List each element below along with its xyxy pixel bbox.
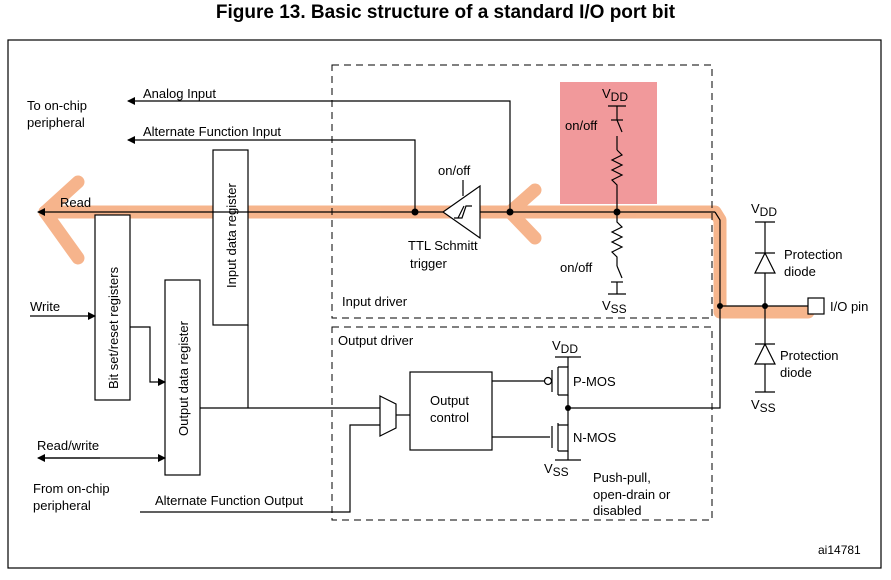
figure-id-label: ai14781: [818, 543, 861, 557]
push-pull-label-3: disabled: [593, 503, 641, 518]
output-data-register: [164, 279, 201, 476]
figure-title: Figure 13. Basic structure of a standard…: [215, 2, 676, 23]
vdd-pullup-label: VDD: [602, 86, 628, 104]
vss-pulldown-label: VSS: [602, 298, 627, 316]
schmitt-onoff-label: on/off: [438, 163, 471, 178]
bit-set-reset-label: Bit set/reset registers: [106, 266, 121, 389]
to-onchip-label-1: To on-chip: [27, 98, 87, 113]
vdd-diode-label: VDD: [751, 201, 777, 219]
pullup-onoff-label: on/off: [565, 118, 598, 133]
push-pull-label-2: open-drain or: [593, 487, 671, 502]
pullup-resistor: [610, 149, 624, 212]
from-onchip-label-1: From on-chip: [33, 481, 110, 496]
write-label: Write: [30, 299, 60, 314]
pulldown-onoff-label: on/off: [560, 260, 593, 275]
push-pull-label-1: Push-pull,: [593, 470, 651, 485]
ttl-schmitt-label-2: trigger: [410, 256, 448, 271]
bit-set-reset-registers: [94, 214, 131, 401]
vdd-pmos-label: VDD: [552, 338, 578, 356]
vss-diode-label: VSS: [751, 397, 776, 415]
output-mux: [379, 395, 397, 437]
protection-diode-top-label-1: Protection: [784, 247, 843, 262]
read-write-label: Read/write: [37, 438, 99, 453]
input-data-register-label: Input data register: [224, 183, 239, 288]
outer-frame: [7, 39, 882, 569]
schmitt-trigger: [441, 180, 481, 240]
protection-diode-top-label-2: diode: [784, 264, 816, 279]
alt-func-output-label: Alternate Function Output: [155, 493, 304, 508]
pullup-highlight: [560, 82, 657, 204]
vss-nmos-label: VSS: [544, 461, 569, 479]
mosfet-pair: [543, 356, 581, 461]
analog-input-line: [127, 97, 511, 212]
output-data-register-label: Output data register: [176, 320, 191, 436]
protection-diode-bottom-label-2: diode: [780, 365, 812, 380]
input-driver-label: Input driver: [342, 294, 408, 309]
to-onchip-label-2: peripheral: [27, 115, 85, 130]
protection-diode-bottom-label-1: Protection: [780, 348, 839, 363]
input-data-register: [212, 149, 249, 326]
alt-func-input-label: Alternate Function Input: [143, 124, 281, 139]
output-control-label-2: control: [430, 410, 469, 425]
output-driver-label: Output driver: [338, 333, 414, 348]
input-driver-box: [331, 64, 713, 319]
output-driver-box: [331, 326, 713, 521]
pulldown-resistor: [610, 212, 624, 266]
alt-func-input-line: [127, 136, 416, 212]
pmos-label: P-MOS: [573, 374, 616, 389]
output-control-label-1: Output: [430, 393, 469, 408]
ttl-schmitt-label-1: TTL Schmitt: [408, 238, 478, 253]
protection-diode-bottom: [754, 342, 776, 365]
protection-diode-top: [754, 251, 776, 274]
from-onchip-label-2: peripheral: [33, 498, 91, 513]
read-label: Read: [60, 195, 91, 210]
analog-input-label: Analog Input: [143, 86, 216, 101]
output-control-box: [409, 371, 493, 451]
nmos-label: N-MOS: [573, 430, 617, 445]
io-pin-label: I/O pin: [830, 299, 868, 314]
io-pin: [807, 297, 825, 315]
